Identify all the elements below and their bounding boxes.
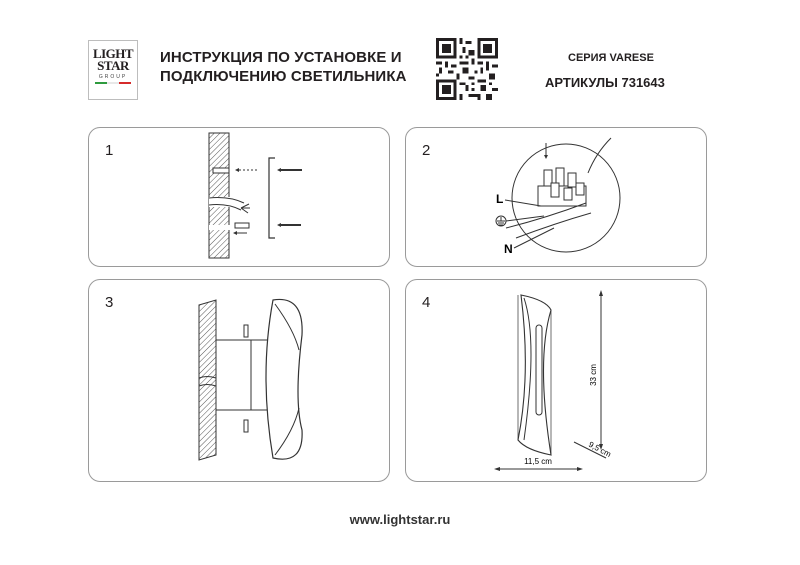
step-2-panel: 2 L N [405,127,707,267]
step-3-panel: 3 [88,279,390,482]
title-line2: ПОДКЛЮЧЕНИЮ СВЕТИЛЬНИКА [160,68,407,85]
brand-logo: LIGHT STAR GROUP [88,40,138,100]
neutral-label: N [504,242,513,256]
qr-code-icon [436,38,498,100]
step-number: 1 [105,142,114,159]
height-dimension: 33 cm [589,364,598,386]
logo-line3: GROUP [98,74,128,80]
logo-line1: LIGHT [92,46,134,61]
series-label: СЕРИЯ VARESE [568,52,654,64]
width-dimension: 11,5 cm [524,457,552,466]
step-number: 4 [422,294,431,311]
title-line1: ИНСТРУКЦИЯ ПО УСТАНОВКЕ И [160,49,402,66]
dimensions-illustration: 33 cm 11,5 cm 9,5 cm [494,290,613,471]
logo-line2: STAR [97,58,129,73]
step-number: 2 [422,142,431,159]
website-link[interactable]: www.lightstar.ru [349,512,451,527]
wall-bracket-illustration [208,132,302,259]
wiring-illustration: L N [495,137,621,256]
fixture-mount-illustration [198,298,303,461]
step-4-panel: 4 33 cm 11,5 cm 9,5 cm [405,279,707,482]
step-number: 3 [105,294,114,311]
step-1-panel: 1 [88,127,390,267]
article-number: АРТИКУЛЫ 731643 [545,75,665,90]
italian-flag-icon [95,82,131,84]
depth-dimension: 9,5 cm [587,440,613,459]
live-label: L [496,192,503,206]
document-title: ИНСТРУКЦИЯ ПО УСТАНОВКЕ И ПОДКЛЮЧЕНИЮ СВ… [160,48,407,86]
